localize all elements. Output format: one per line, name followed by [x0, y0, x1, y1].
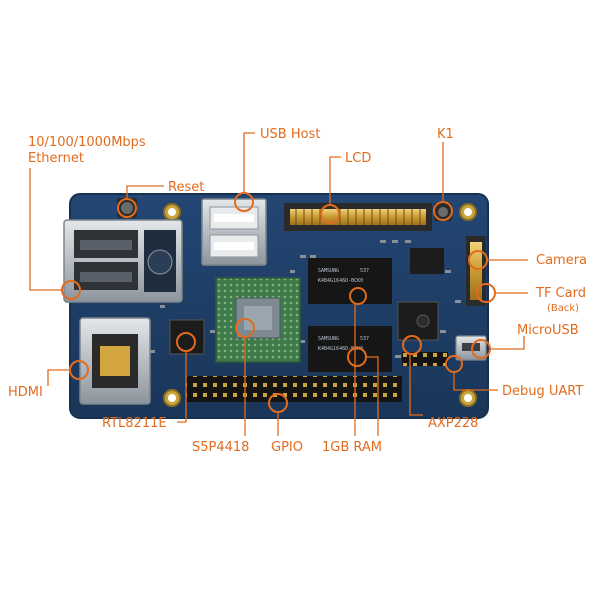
usb-host-connector: [201, 198, 267, 266]
label-hdmi: HDMI: [8, 385, 43, 400]
label-reset: Reset: [168, 180, 204, 195]
label-rtl8211e: RTL8211E: [102, 416, 167, 431]
label-microusb: MicroUSB: [517, 323, 579, 338]
label-lcd: LCD: [345, 151, 371, 166]
label-ethernet-line2: Ethernet: [28, 151, 84, 166]
ethernet-jack: [63, 219, 183, 303]
label-s5p4418: S5P4418: [192, 440, 249, 455]
small-chip: [410, 248, 444, 274]
label-ram: 1GB RAM: [322, 440, 382, 455]
ram-chip-top: SAMSUNG 537 K4B4G1646D-BCK0: [308, 258, 392, 304]
debug-uart-header: [402, 352, 448, 366]
annotations: [29, 132, 528, 436]
ram-bottom-code: 537: [360, 336, 369, 342]
ram-top-part: K4B4G1646D-BCK0: [318, 278, 363, 284]
label-usb-host: USB Host: [260, 127, 320, 142]
ram-top-code: 537: [360, 268, 369, 274]
ram-chip-bottom: SAMSUNG 537 K4B4G1646D-BCK0: [308, 326, 392, 372]
camera-connector: [466, 236, 486, 306]
axp228-chip: [397, 301, 439, 341]
label-ethernet: 10/100/1000Mbps: [28, 135, 146, 150]
microusb-connector: [455, 335, 487, 361]
label-tf-card-note: (Back): [547, 303, 579, 314]
lcd-connector: [284, 203, 432, 231]
rtl8211e-chip: [169, 319, 205, 355]
gpio-header: [186, 376, 402, 402]
label-debug-uart: Debug UART: [502, 384, 583, 399]
ram-top-brand: SAMSUNG: [318, 268, 339, 274]
reset-button-component: [117, 198, 137, 218]
label-camera: Camera: [536, 253, 587, 268]
k1-button-component: [434, 203, 452, 221]
hdmi-connector: [79, 317, 151, 405]
label-axp228: AXP228: [428, 416, 478, 431]
label-gpio: GPIO: [271, 440, 303, 455]
ram-bottom-part: K4B4G1646D-BCK0: [318, 346, 363, 352]
label-tf-card: TF Card: [535, 286, 586, 301]
s5p4418-soc: [215, 277, 301, 363]
ram-bottom-brand: SAMSUNG: [318, 336, 339, 342]
label-k1: K1: [437, 127, 454, 142]
